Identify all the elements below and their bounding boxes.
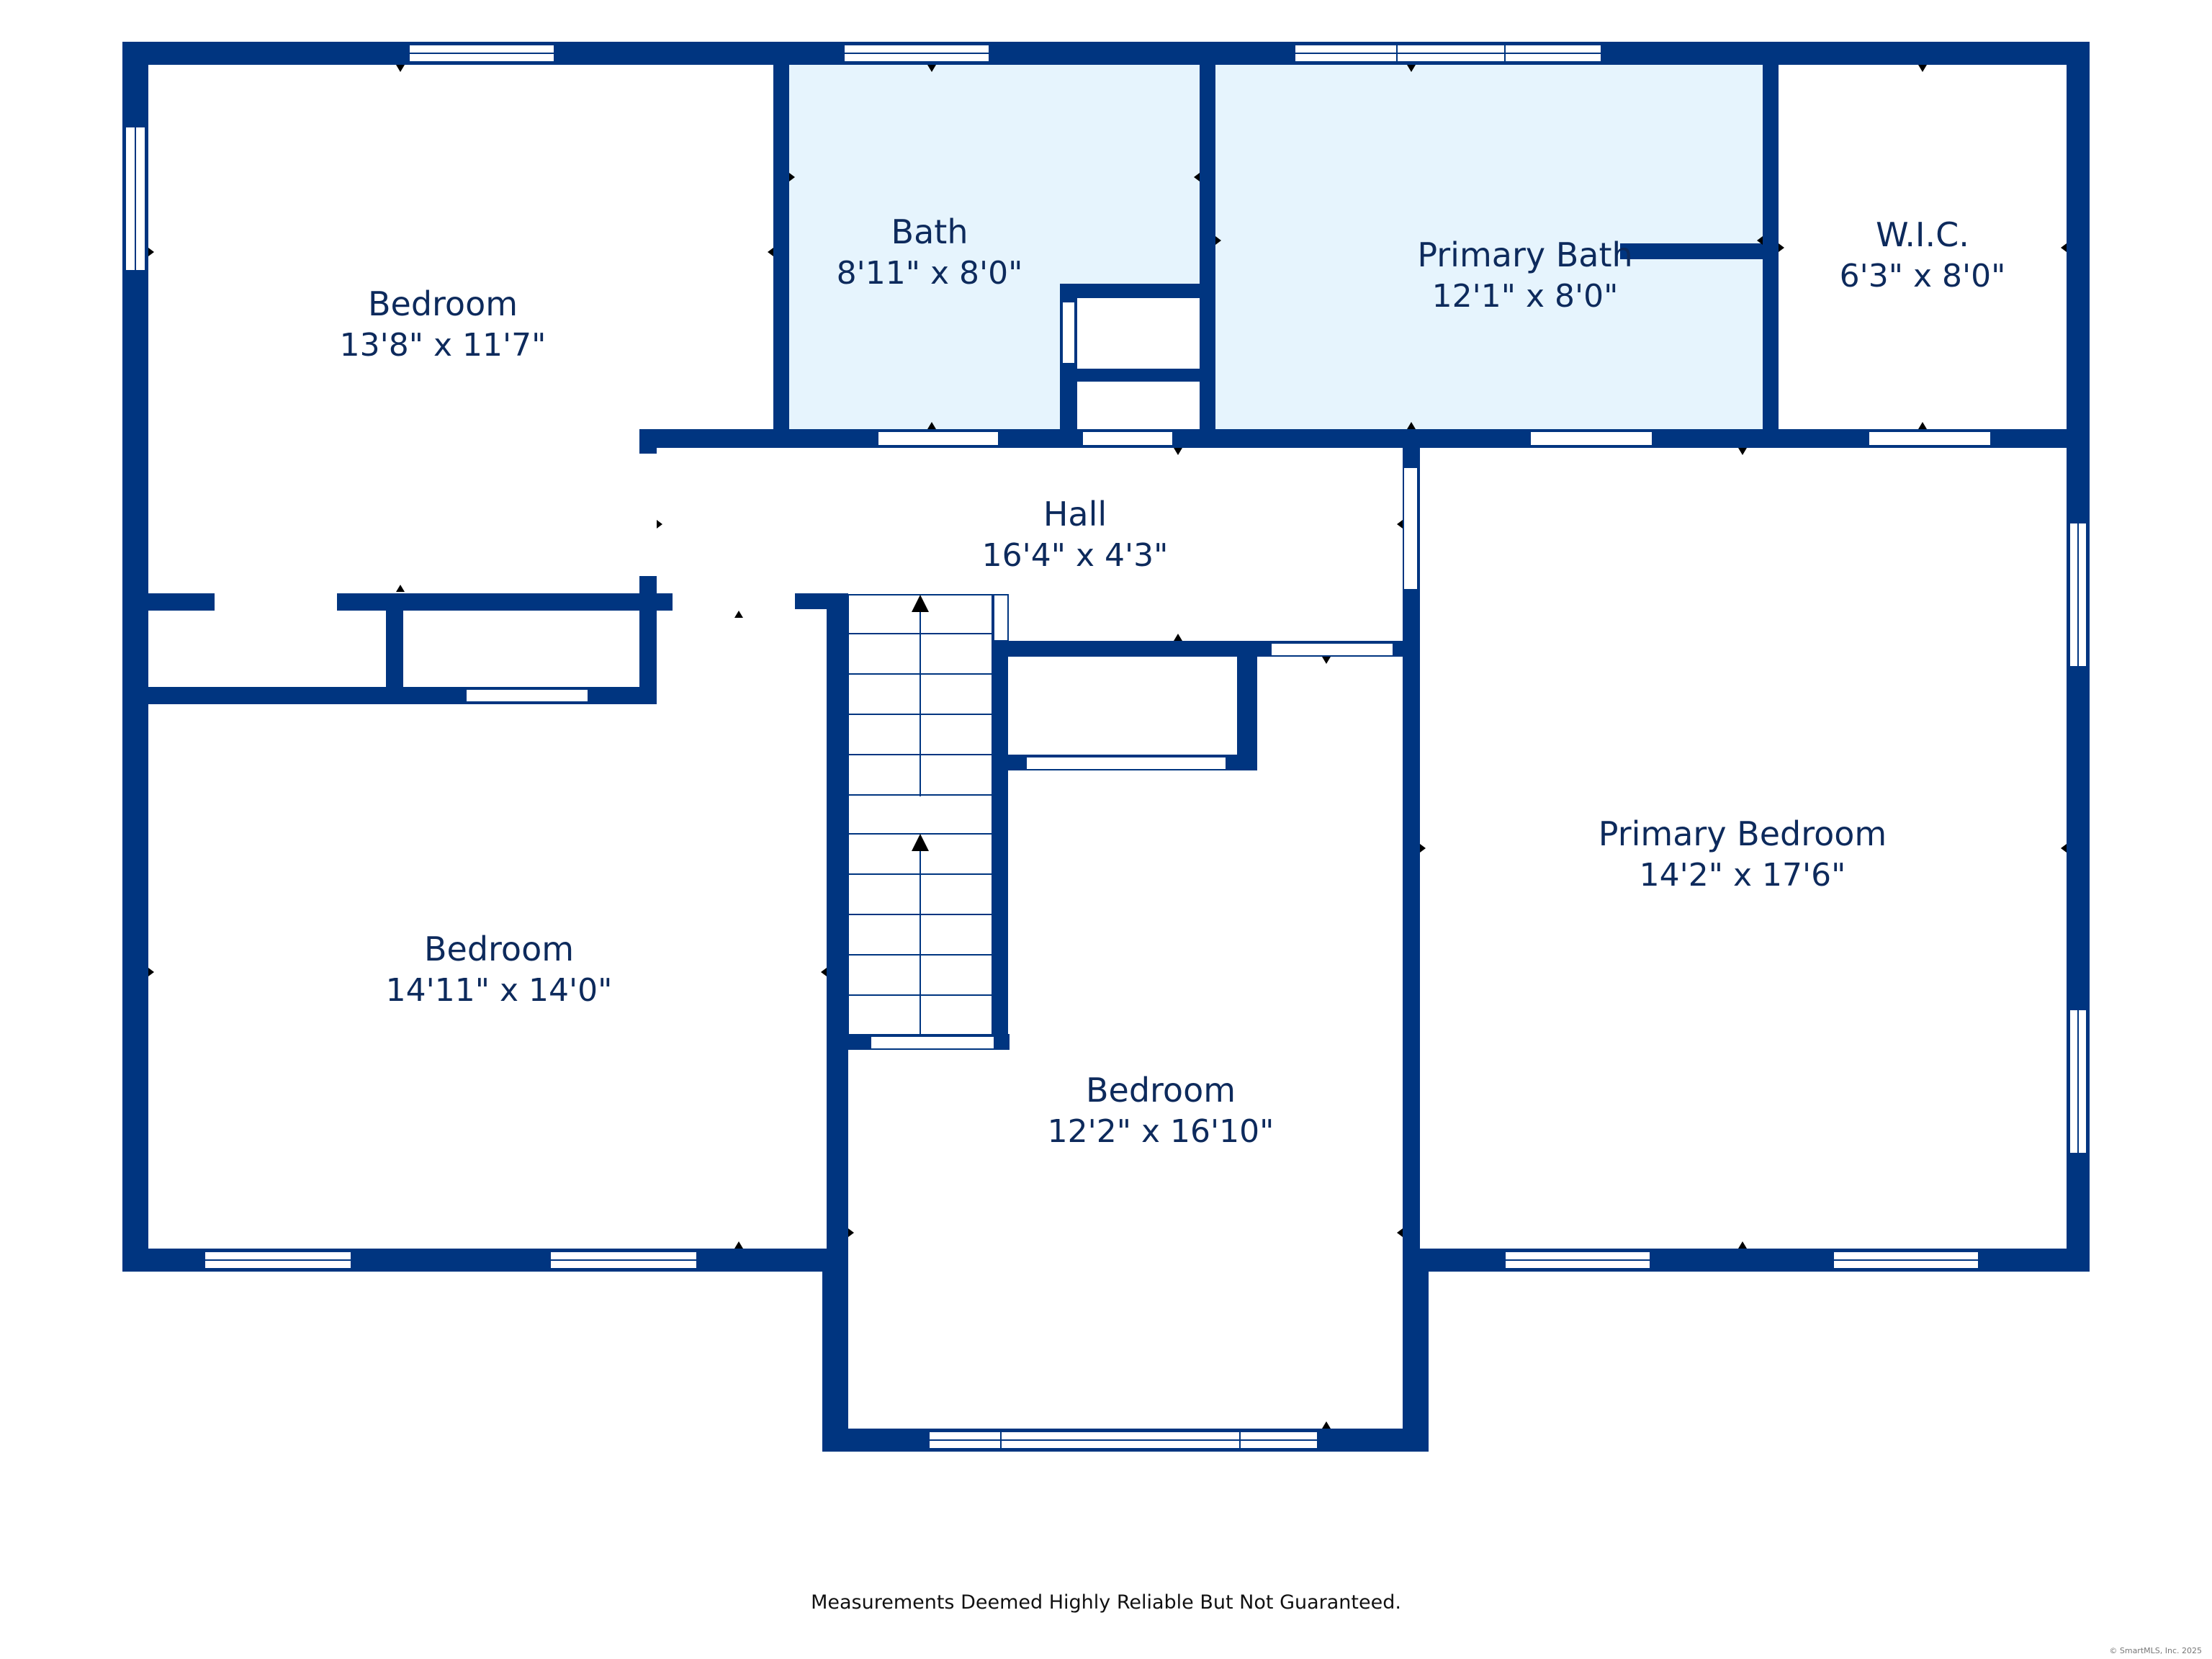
room-dims-bath: 8'11" x 8'0" [837,255,1023,292]
disclaimer-text: Measurements Deemed Highly Reliable But … [811,1591,1401,1614]
room-dims-bedroom-1: 13'8" x 11'7" [340,327,547,364]
room-dims-primary-bath: 12'1" x 8'0" [1432,278,1619,315]
room-name-primary-bath: Primary Bath [1417,235,1632,274]
dimension-markers [148,65,2067,1429]
room-name-bedroom-3: Bedroom [1086,1071,1236,1110]
bath-closet-fill [1069,297,1202,433]
room-dims-bedroom-3: 12'2" x 16'10" [1048,1113,1274,1150]
stairs [848,594,1009,1036]
room-name-bath: Bath [891,212,968,251]
room-name-bedroom-1: Bedroom [368,284,518,323]
window-mullions [135,45,2079,1449]
stair-arrows [912,595,929,851]
room-dims-wic: 6'3" x 8'0" [1840,258,2006,295]
room-dims-primary-bedroom: 14'2" x 17'6" [1640,857,1846,894]
room-dims-bedroom-2: 14'11" x 14'0" [386,972,613,1009]
room-name-primary-bedroom: Primary Bedroom [1599,814,1887,853]
copyright-text: © SmartMLS, Inc. 2025 [2109,1646,2202,1655]
door-openings [467,302,1990,1048]
room-name-hall: Hall [1043,495,1107,534]
room-name-bedroom-2: Bedroom [424,930,574,968]
room-dims-hall: 16'4" x 4'3" [982,537,1169,574]
room-name-wic: W.I.C. [1876,215,1969,254]
